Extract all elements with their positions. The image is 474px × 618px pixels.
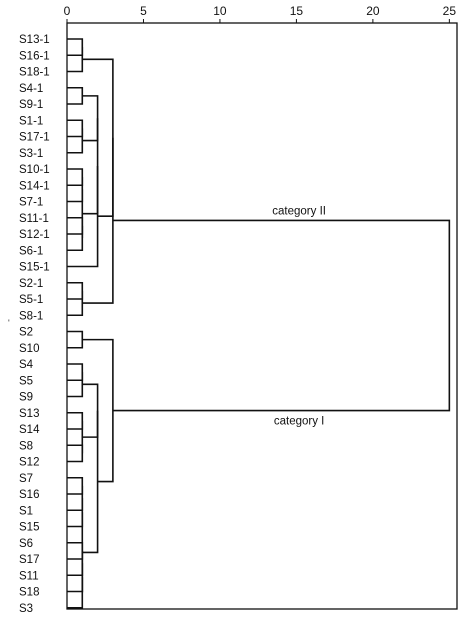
leaf-label: S10 — [19, 343, 39, 355]
leaf-label: S17 — [19, 554, 39, 566]
dendrogram-link — [82, 410, 99, 554]
x-tick-label: 5 — [140, 4, 147, 18]
dendrogram-link — [67, 550, 84, 577]
dendrogram-link — [67, 476, 84, 495]
dendrogram-link — [67, 165, 99, 268]
dendrogram-link — [67, 577, 84, 609]
dendrogram-link — [67, 38, 84, 57]
x-axis: 0 5 10 15 20 25 — [64, 4, 457, 23]
dendrogram-link — [67, 168, 84, 187]
leaf-label: S12-1 — [19, 229, 50, 241]
leaf-label: S9 — [19, 392, 33, 404]
leaf-label: S12 — [19, 457, 39, 469]
dendrogram-link — [67, 485, 84, 512]
dendrogram-link — [67, 498, 84, 528]
dendrogram-link — [82, 383, 99, 438]
leaf-label: S7 — [19, 473, 33, 485]
cluster-annotation: category I — [274, 416, 325, 428]
dendrogram-links — [67, 38, 451, 609]
leaf-label: S14-1 — [19, 180, 50, 192]
leaf-label: S18-1 — [19, 67, 50, 79]
leaf-label: S10-1 — [19, 164, 50, 176]
dendrogram-link — [67, 541, 84, 560]
leaf-label: S1 — [19, 505, 33, 517]
leaf-label: S15 — [19, 522, 39, 534]
dendrogram-link — [82, 137, 114, 304]
x-tick-label: 10 — [213, 4, 227, 18]
leaf-label: S17-1 — [19, 132, 50, 144]
x-tick-label: 25 — [443, 4, 457, 18]
leaf-label: S13 — [19, 408, 39, 420]
dendrogram-link — [67, 290, 84, 317]
dendrogram-link — [67, 177, 84, 203]
dendrogram-link — [67, 330, 84, 349]
leaf-label: S1-1 — [19, 115, 43, 127]
leaf-label: S8 — [19, 440, 33, 452]
leaf-label: S15-1 — [19, 262, 50, 274]
dendrogram-link — [67, 128, 84, 154]
leaf-label: S6 — [19, 538, 33, 550]
dendrogram-link — [67, 47, 84, 73]
leaf-label: S5-1 — [19, 294, 43, 306]
dendrogram-link — [67, 411, 84, 430]
leaf-label: S11-1 — [19, 213, 49, 225]
dendrogram-link — [67, 444, 84, 463]
x-tick-label: 15 — [290, 4, 304, 18]
leaf-label: S3 — [19, 603, 33, 615]
dendrogram-link — [112, 219, 451, 412]
leaf-label: S5 — [19, 375, 33, 387]
dendrogram-link — [67, 216, 84, 235]
leaf-label: S3-1 — [19, 148, 43, 160]
leaf-label: S11 — [19, 570, 39, 582]
cluster-annotation: category II — [272, 205, 326, 217]
dendrogram-link — [67, 563, 84, 593]
x-tick-label: 20 — [366, 4, 380, 18]
leaf-label: S13-1 — [19, 34, 50, 46]
leaf-labels: S13-1S16-1S18-1S4-1S9-1S1-1S17-1S3-1S10-… — [19, 34, 50, 615]
dendrogram-link — [67, 119, 84, 138]
dendrogram-link — [67, 363, 84, 382]
stray-mark: ' — [8, 318, 10, 328]
cluster-annotations: category II category I — [272, 205, 326, 427]
dendrogram-link — [82, 118, 99, 215]
leaf-label: S4-1 — [19, 83, 43, 95]
leaf-label: S16-1 — [19, 50, 50, 62]
leaf-label: S7-1 — [19, 197, 43, 209]
dendrogram-link — [67, 225, 84, 252]
x-tick-label: 0 — [64, 4, 71, 18]
dendrogram-link — [67, 372, 84, 398]
leaf-label: S18 — [19, 587, 39, 599]
leaf-label: S4 — [19, 359, 34, 371]
leaf-label: S6-1 — [19, 245, 43, 257]
leaf-label: S8-1 — [19, 310, 43, 322]
plot-frame — [66, 22, 458, 610]
leaf-label: S2-1 — [19, 278, 43, 290]
leaf-label: S14 — [19, 424, 40, 436]
dendrogram-link — [82, 95, 99, 142]
leaf-label: S16 — [19, 489, 39, 501]
leaf-label: S2 — [19, 327, 33, 339]
dendrogram-link — [67, 86, 84, 105]
dendrogram-link — [67, 281, 84, 300]
leaf-label: S9-1 — [19, 99, 43, 111]
dendrogram-link — [82, 338, 114, 483]
